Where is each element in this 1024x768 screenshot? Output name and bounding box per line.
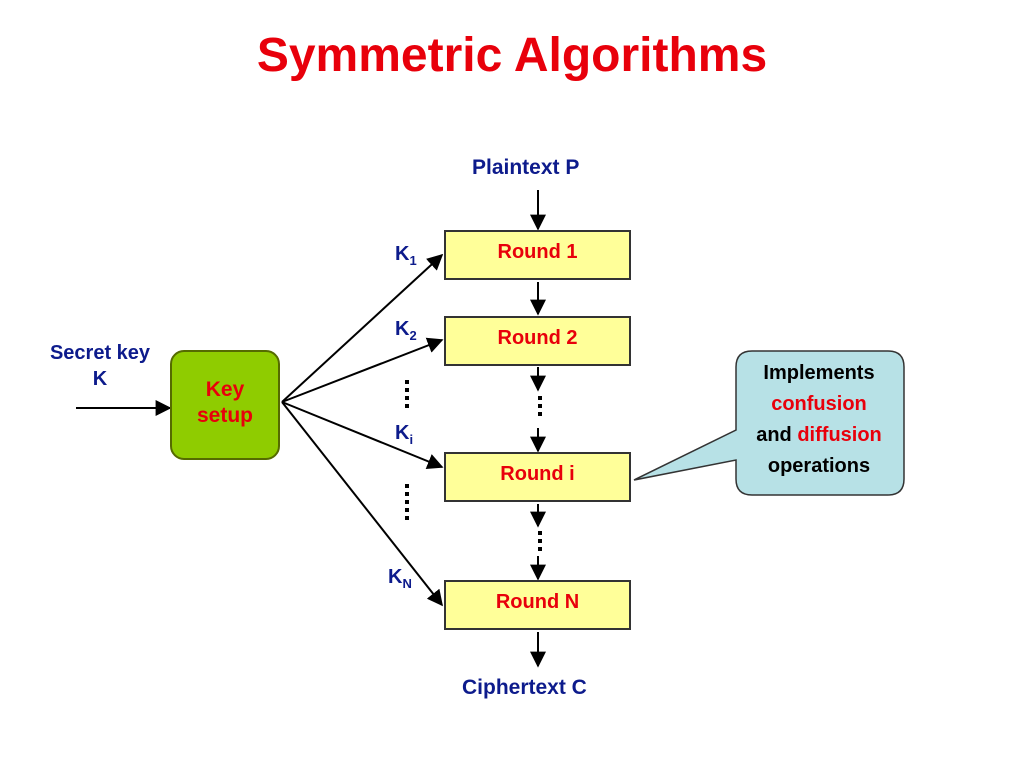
ciphertext-label: Ciphertext C: [462, 676, 587, 699]
round-1-box: Round 1: [444, 230, 631, 280]
round-i-box: Round i: [444, 452, 631, 502]
key-ki-base: K: [395, 422, 410, 444]
callout-text: Implements confusion and diffusion opera…: [734, 358, 904, 482]
key-k1-sub: 1: [409, 253, 417, 268]
arrow-kn: [281, 401, 443, 607]
key-ellipsis-2: [405, 484, 409, 520]
slide-title: Symmetric Algorithms: [256, 29, 768, 82]
arrow-k1: [281, 253, 444, 403]
key-setup-box: Key setup: [170, 350, 280, 460]
round-n-box: Round N: [444, 580, 631, 630]
key-setup-line2: setup: [196, 404, 253, 427]
vertical-ellipsis-1: [538, 396, 542, 416]
round-2-box: Round 2: [444, 316, 631, 366]
key-label-kn: KN: [388, 566, 412, 591]
callout-and: and: [756, 424, 792, 446]
key-k1-base: K: [395, 243, 410, 265]
callout-bubble: [633, 350, 905, 496]
key-kn-sub: N: [402, 576, 412, 591]
key-k2-sub: 2: [409, 328, 417, 343]
plaintext-label: Plaintext P: [472, 156, 580, 179]
key-k2-base: K: [395, 318, 410, 340]
callout-line2: confusion: [771, 393, 867, 415]
vertical-ellipsis-2: [538, 531, 542, 551]
callout-line3: and diffusion: [734, 420, 904, 451]
key-kn-base: K: [388, 566, 403, 588]
arrow-k2: [281, 337, 444, 403]
key-ellipsis-1: [405, 380, 409, 408]
key-label-ki: Ki: [395, 422, 413, 447]
secret-key-line2: K: [92, 368, 108, 390]
arrow-ki: [281, 401, 444, 469]
key-setup-line1: Key: [205, 378, 245, 401]
secret-key-label: Secret key K: [30, 340, 170, 392]
callout-diffusion: diffusion: [797, 424, 882, 446]
callout-line1: Implements: [763, 362, 875, 384]
key-label-k2: K2: [395, 318, 417, 343]
key-label-k1: K1: [395, 243, 417, 268]
key-ki-sub: i: [409, 432, 414, 447]
secret-key-line1: Secret key: [49, 342, 151, 364]
callout-line4: operations: [767, 455, 871, 477]
